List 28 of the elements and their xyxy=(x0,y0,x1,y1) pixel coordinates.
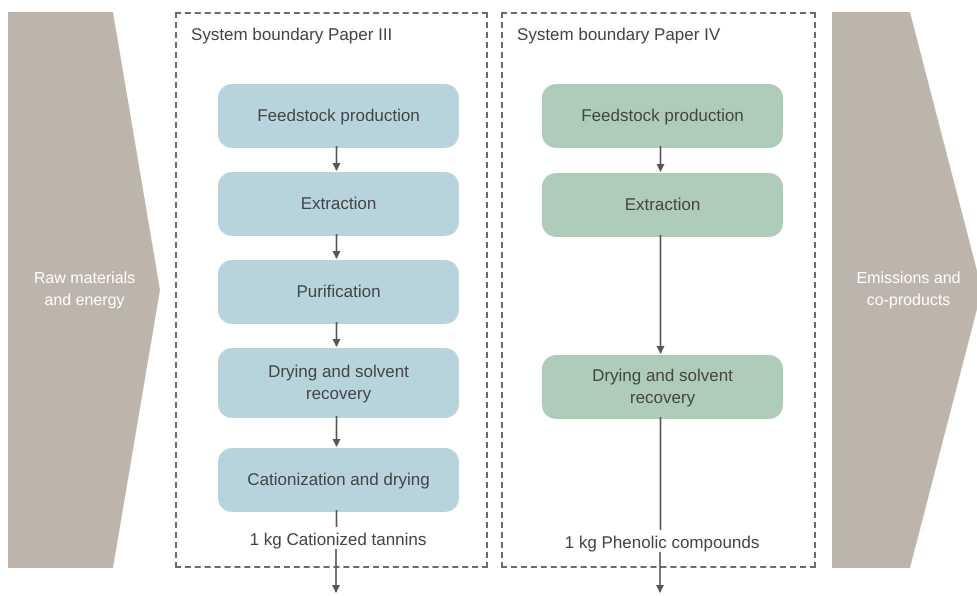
process-box: Drying and solvent recovery xyxy=(218,348,459,418)
node-label: Emissions and co-products xyxy=(855,269,962,311)
arrow xyxy=(332,416,340,447)
process-box: Feedstock production xyxy=(218,84,459,148)
boundary-title: System boundary Paper IV xyxy=(517,24,720,46)
arrow xyxy=(332,146,340,171)
process-box: Purification xyxy=(218,260,459,324)
output-label: 1 kg Phenolic compounds xyxy=(547,532,777,554)
process-box: Extraction xyxy=(542,173,783,237)
output-label: 1 kg Cationized tannins xyxy=(228,529,448,551)
chevron-shape xyxy=(832,12,977,568)
node-label: Raw materials and energy xyxy=(32,269,136,311)
chevron-shape xyxy=(8,12,160,568)
process-box: Drying and solvent recovery xyxy=(542,355,783,419)
connector-line xyxy=(660,417,662,530)
process-box: Cationization and drying xyxy=(218,448,459,512)
arrow xyxy=(332,234,340,259)
boundary-title: System boundary Paper III xyxy=(191,24,392,46)
arrow xyxy=(332,322,340,347)
arrow xyxy=(656,552,664,593)
system-boundary xyxy=(501,12,816,568)
system-boundary xyxy=(175,12,488,568)
process-box: Feedstock production xyxy=(542,84,783,148)
connector-line xyxy=(336,510,338,527)
arrow xyxy=(332,549,340,593)
arrow xyxy=(656,235,664,354)
process-box: Extraction xyxy=(218,172,459,236)
arrow xyxy=(656,146,664,172)
